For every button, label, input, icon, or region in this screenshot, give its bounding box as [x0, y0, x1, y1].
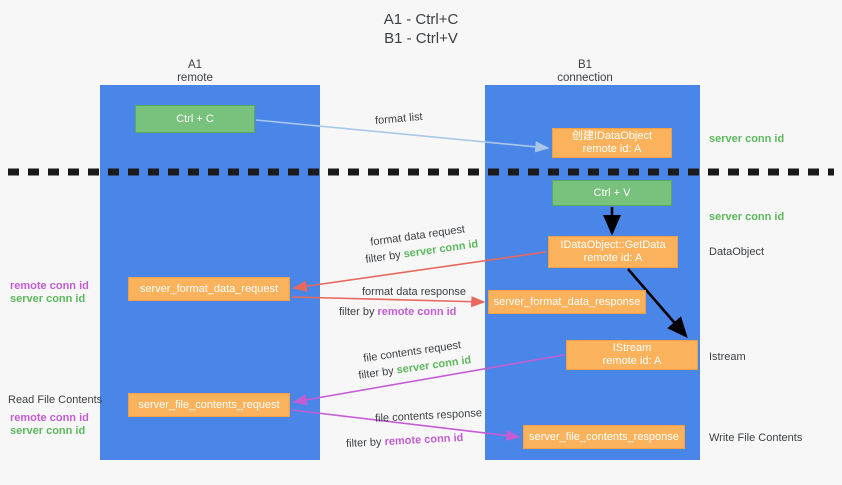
column-header-b1: B1 connection: [557, 59, 613, 84]
right-label-dataobject: DataObject: [709, 246, 765, 258]
left-label-server-conn-id-2: server conn id: [10, 425, 86, 437]
right-label-write-file-contents: Write File Contents: [709, 432, 803, 444]
label-format-data-response: format data response: [362, 286, 466, 298]
box-istream[interactable]: IStream remote id: A: [566, 340, 698, 370]
label-format-list: format list: [374, 110, 424, 128]
box-server-format-data-request[interactable]: server_format_data_request: [128, 277, 290, 301]
left-label-read-file-contents: Read File Contents: [8, 394, 103, 406]
remote-conn-id-text: remote conn id: [384, 431, 464, 449]
label-format-data-response-filter: filter by remote conn id: [339, 305, 456, 319]
left-label-server-conn-id-1: server conn id: [10, 293, 86, 305]
right-label-server-conn-id-1: server conn id: [709, 133, 785, 145]
column-header-a1: A1 remote: [177, 59, 213, 84]
right-label-istream: Istream: [709, 351, 746, 363]
box-create-idataobject[interactable]: 创建IDataObject remote id: A: [552, 128, 672, 158]
label-file-contents-response-filter: filter by remote conn id: [346, 431, 464, 451]
page-title: A1 - Ctrl+C B1 - Ctrl+V: [383, 11, 459, 47]
box-ctrl-c[interactable]: Ctrl + C: [135, 105, 255, 133]
box-server-format-data-response[interactable]: server_format_data_response: [488, 290, 646, 314]
box-server-file-contents-response[interactable]: server_file_contents_response: [523, 425, 685, 449]
right-label-server-conn-id-2: server conn id: [709, 211, 785, 223]
remote-conn-id-text: remote conn id: [377, 306, 457, 318]
left-label-remote-conn-id-1: remote conn id: [10, 280, 89, 292]
label-file-contents-response: file contents response: [374, 407, 483, 425]
box-ctrl-v[interactable]: Ctrl + V: [552, 180, 672, 206]
left-label-remote-conn-id-2: remote conn id: [10, 412, 89, 424]
filter-by-text: filter by: [345, 436, 382, 451]
box-server-file-contents-request[interactable]: server_file_contents_request: [128, 393, 290, 417]
filter-by-text: filter by: [339, 306, 375, 318]
box-idataobject-getdata[interactable]: IDataObject::GetData remote id: A: [548, 236, 678, 268]
filter-by-text: filter by: [364, 249, 402, 266]
filter-by-text: filter by: [357, 365, 395, 382]
